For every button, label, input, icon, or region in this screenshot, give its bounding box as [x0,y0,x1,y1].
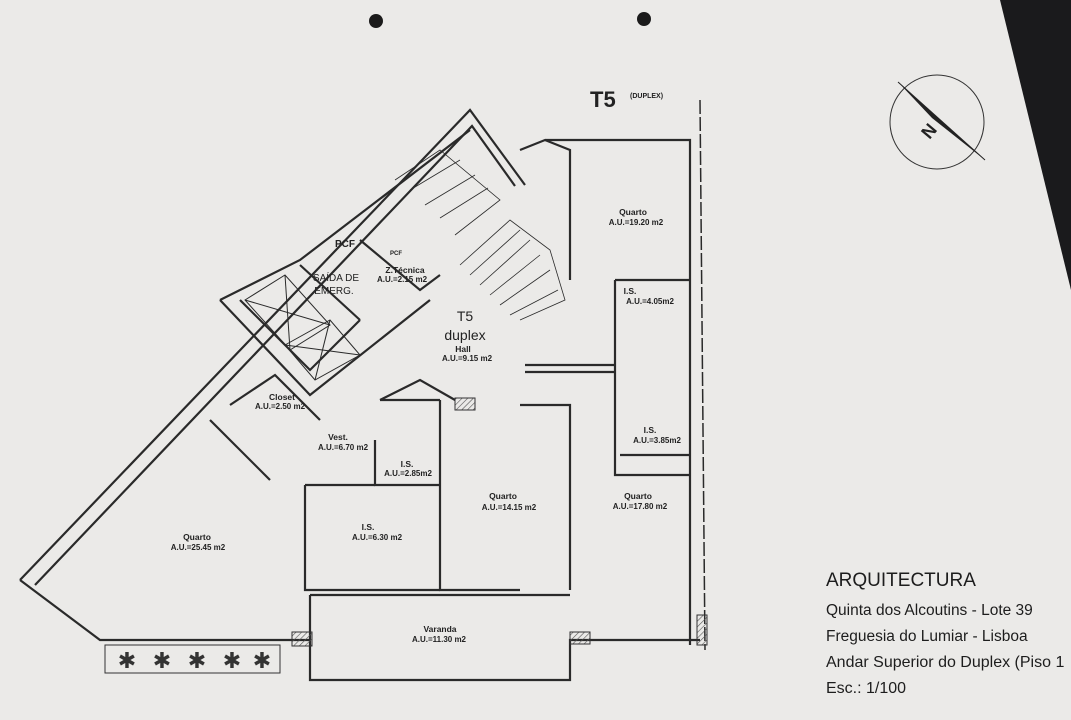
center-label-t5: T5 [457,308,474,324]
room-name: Vest. [328,432,348,442]
room-area: A.U.=3.85m2 [633,436,681,445]
room-name: I.S. [624,286,637,296]
room-name: Quarto [489,491,517,501]
room-area: A.U.=6.70 m2 [318,443,369,452]
room-labels: Quarto A.U.=19.20 m2 I.S. A.U.=4.05m2 I.… [171,207,682,644]
room-area: A.U.=25.45 m2 [171,543,226,552]
svg-text:✱: ✱ [223,648,241,673]
room-name: I.S. [362,522,375,532]
plan-title: T5 [590,87,616,112]
svg-text:✱: ✱ [253,648,271,673]
walls [19,99,706,682]
room-name: Hall [455,344,471,354]
room-name: I.S. [644,425,657,435]
svg-text:✱: ✱ [118,648,136,673]
title-block-scale: Esc.: 1/100 [826,680,907,697]
plants: ✱ ✱ ✱ ✱ ✱ [118,648,271,673]
svg-text:✱: ✱ [188,648,206,673]
room-name: Varanda [423,624,456,634]
room-area: A.U.=2.85m2 [384,469,432,478]
column [569,631,591,645]
punch-hole [637,12,651,26]
room-name: I.S. [401,459,414,469]
planter [104,644,281,674]
column [454,397,476,411]
room-area: A.U.=4.05m2 [626,297,674,306]
pcf-label: PCF [335,239,355,250]
column [291,631,313,647]
title-block-heading: ARQUITECTURA [826,570,976,591]
room-name: Quarto [619,207,647,217]
emergency-exit-label: EMERG. [314,286,353,297]
room-area: A.U.=17.80 m2 [613,502,668,511]
column [696,614,708,646]
center-label-duplex: duplex [444,327,485,343]
north-arrow-icon: N [889,74,986,170]
svg-text:✱: ✱ [153,648,171,673]
room-name: Quarto [183,532,211,542]
room-area: A.U.=19.20 m2 [609,218,664,227]
room-name: Quarto [624,491,652,501]
room-name: Z.Técnica [385,265,424,275]
room-area: A.U.=2.50 m2 [255,402,306,411]
title-block-line: Andar Superior do Duplex (Piso 1 [826,654,1065,671]
plan-title-suffix: (DUPLEX) [630,93,663,100]
room-area: A.U.=2.15 m2 [377,275,428,284]
title-block-line: Quinta dos Alcoutins - Lote 39 [826,602,1033,619]
punch-hole [369,14,383,28]
room-area: A.U.=6.30 m2 [352,533,403,542]
room-area: A.U.=11.30 m2 [412,635,467,644]
room-area: A.U.=14.15 m2 [482,503,537,512]
room-area: A.U.=9.15 m2 [442,354,493,363]
title-block-line: Freguesia do Lumiar - Lisboa [826,628,1028,645]
emergency-exit-label: SAÍDA DE [313,271,359,284]
room-name: Closet [269,392,295,402]
pcf-label: PCF [390,251,402,257]
